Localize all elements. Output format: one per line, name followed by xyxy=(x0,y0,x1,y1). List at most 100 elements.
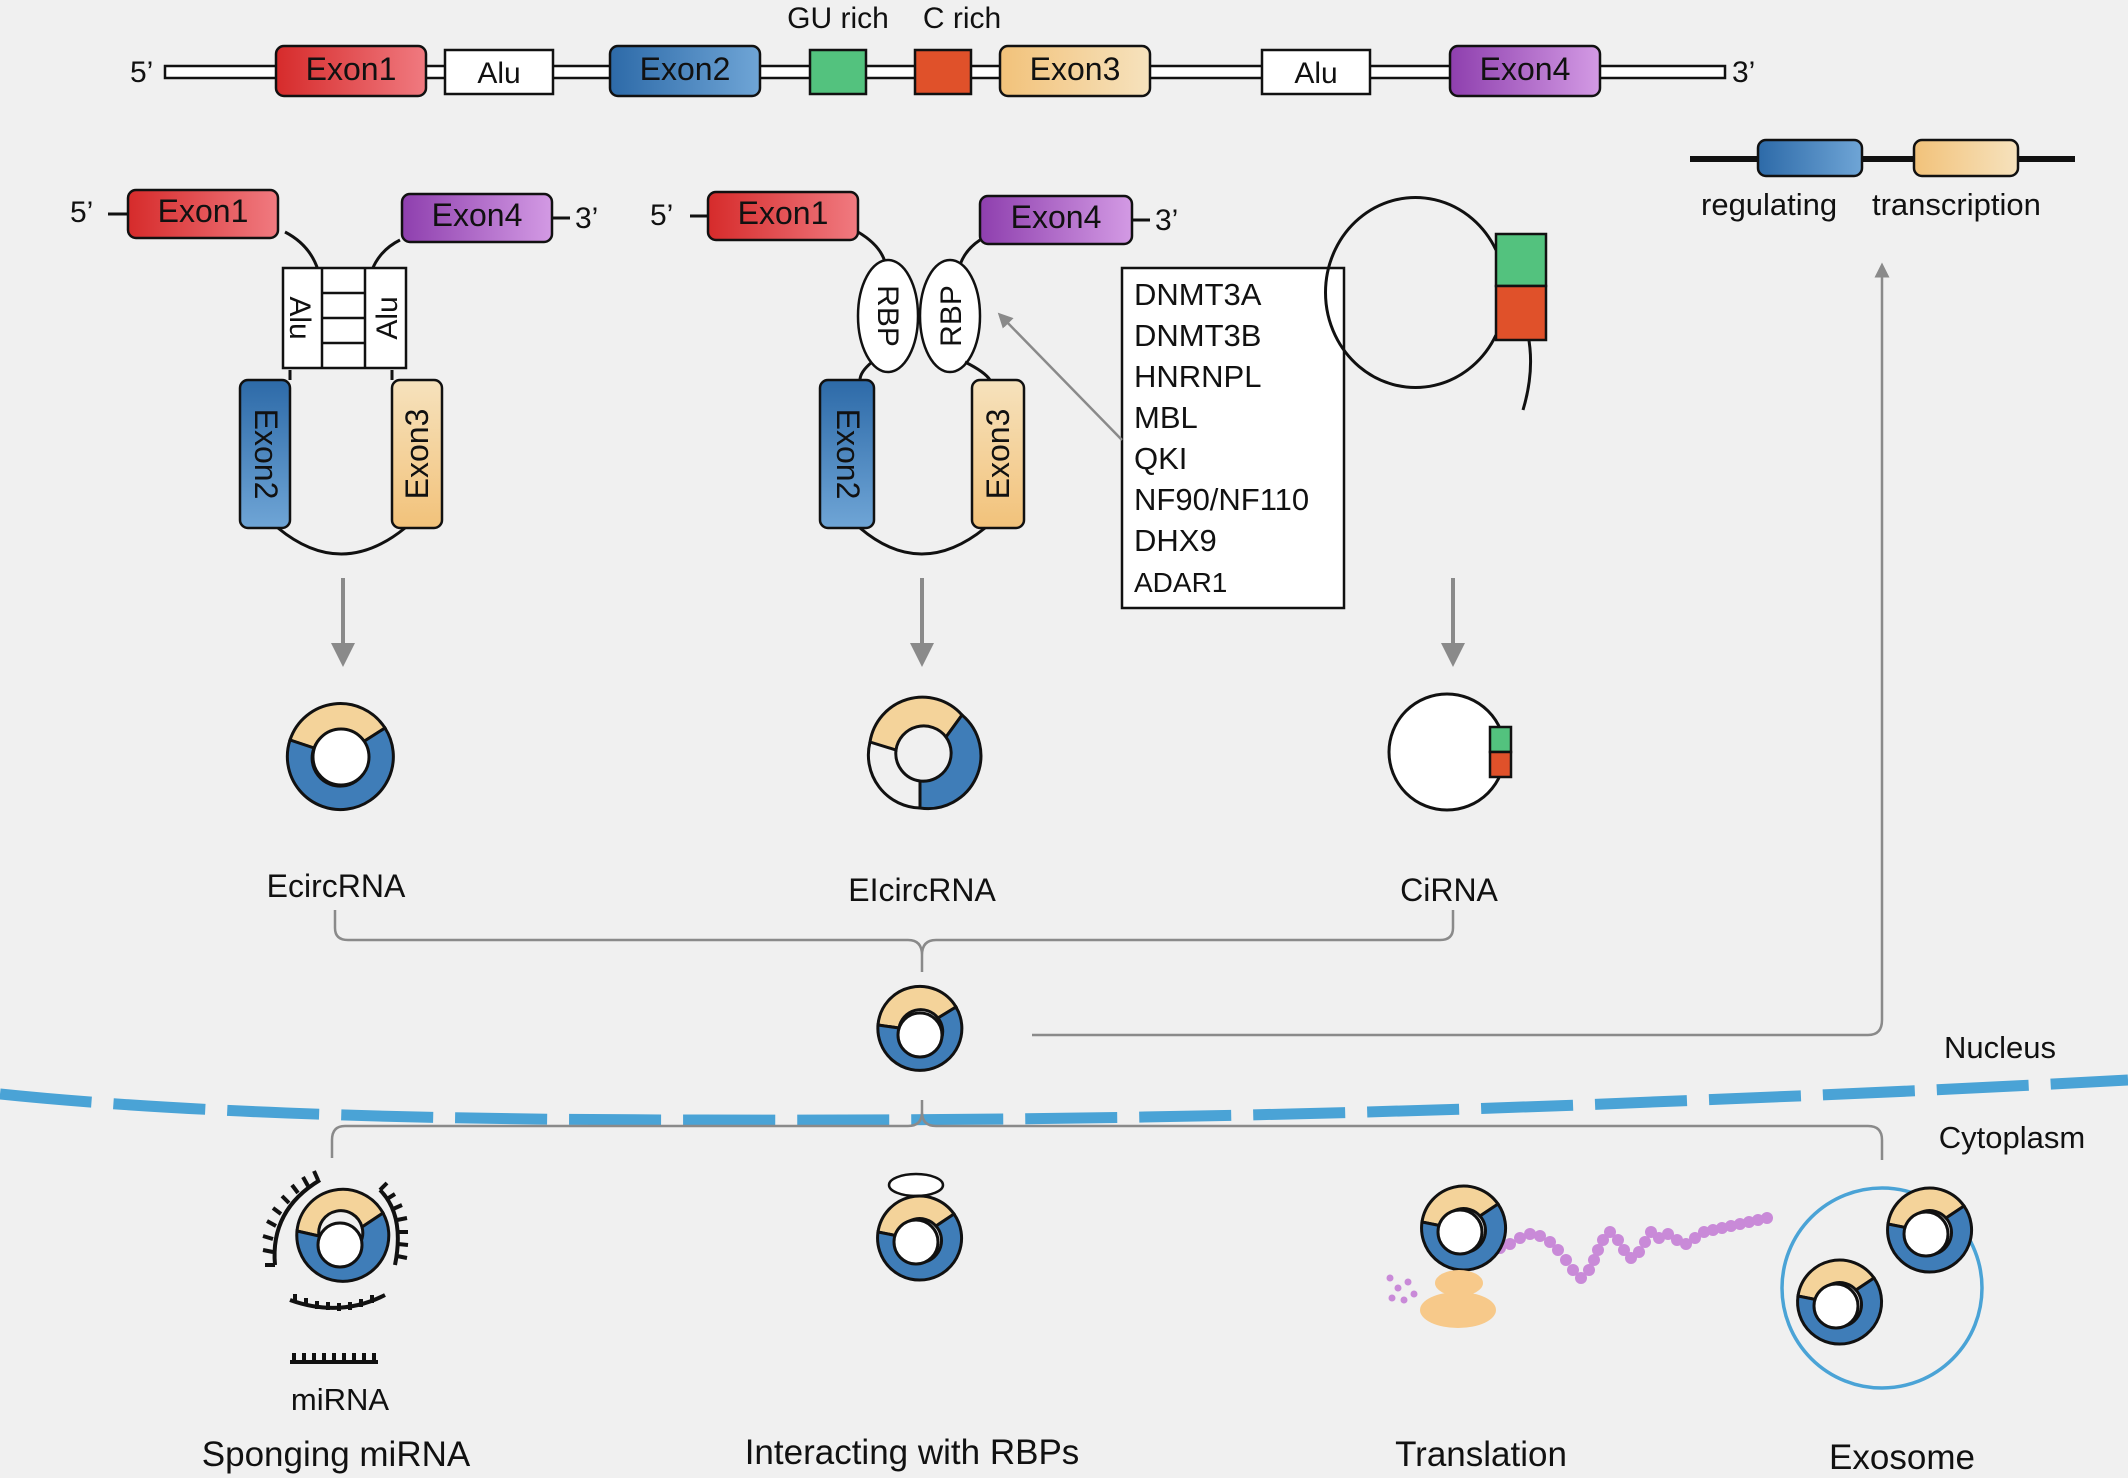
eicirc-exon3 xyxy=(970,378,1026,530)
rbp-circrna xyxy=(876,1194,964,1282)
rbp-pointer-arrow xyxy=(997,312,1123,441)
strand-c-rich-box xyxy=(913,48,973,96)
rbp-list-item: ADAR1 xyxy=(1134,567,1227,598)
ecirc-exon2 xyxy=(238,378,292,530)
eicirc-panel: 5’ Exon1 Exon4 3’ RBP RBP Exon2 Exon3 DN… xyxy=(650,190,1346,908)
eicirc-exon2 xyxy=(818,378,876,530)
eicirc-rbp-right xyxy=(918,258,982,374)
ci-product-gu-box xyxy=(1488,725,1513,754)
eicirc-exon4-label: Exon4 xyxy=(1011,199,1102,235)
ci-product-c-box xyxy=(1488,750,1513,779)
strand-exon3-label: Exon3 xyxy=(1030,51,1121,87)
regulation-exon2 xyxy=(1756,138,1864,178)
strand-exon3 xyxy=(998,44,1152,98)
strand-exon1 xyxy=(274,44,428,98)
ecirc-3prime-label: 3’ xyxy=(575,202,598,235)
ci-product-ring xyxy=(1387,692,1507,812)
strand-3prime-label: 3’ xyxy=(1732,56,1755,89)
eicirc-rbp-right-label: RBP xyxy=(935,285,968,347)
nuclear-membrane xyxy=(0,1074,2128,1126)
strand-alu-1 xyxy=(443,48,555,96)
top-strand: 5’ 3’ Exon1 Alu Exon2 GU rich C rich Exo… xyxy=(130,2,1755,98)
ecirc-exon2-label: Exon2 xyxy=(248,409,284,500)
eicirc-exon1-label: Exon1 xyxy=(738,195,829,231)
exosome-circrna-right xyxy=(1886,1186,1974,1274)
bound-mirna-left xyxy=(262,1170,322,1267)
strand-c-rich-label: C rich xyxy=(923,2,1001,35)
eicirc-5prime-label: 5’ xyxy=(650,199,673,232)
exosome-label: Exosome xyxy=(1829,1438,1975,1477)
ecirc-exon1 xyxy=(126,188,280,240)
ecirc-exon1-label: Exon1 xyxy=(158,193,249,229)
exosome-group: Exosome xyxy=(1780,1186,1984,1477)
rbp-interaction-label: Interacting with RBPs xyxy=(745,1433,1080,1472)
central-circrna xyxy=(876,984,964,1072)
regulation-arrow xyxy=(1032,262,1890,1037)
eicirc-product-ring xyxy=(866,695,983,811)
eicirc-rbp-left-label: RBP xyxy=(871,285,904,347)
ci-product-label: CiRNA xyxy=(1400,872,1498,908)
ecirc-5prime-label: 5’ xyxy=(70,196,93,229)
regulation-label-left: regulating xyxy=(1701,187,1837,222)
ecirc-exon3-label: Exon3 xyxy=(399,409,435,500)
regulation-label-right: transcription xyxy=(1872,187,2041,222)
translation-label: Translation xyxy=(1395,1435,1567,1474)
rbp-list-item: DNMT3A xyxy=(1134,277,1262,312)
ecirc-product-label: EcircRNA xyxy=(267,868,406,904)
strand-gu-rich-label: GU rich xyxy=(787,2,889,35)
eicirc-product-label: EIcircRNA xyxy=(848,872,996,908)
distribution-bracket xyxy=(330,1100,1884,1160)
rbp-list-item: QKI xyxy=(1134,441,1187,476)
strand-alu-2-label: Alu xyxy=(1294,57,1337,90)
rbp-interaction-group: Interacting with RBPs xyxy=(745,1172,1080,1472)
mirna-label: miRNA xyxy=(291,1382,389,1417)
rbp-list-item: DHX9 xyxy=(1134,523,1217,558)
ci-c-rich-box xyxy=(1494,284,1548,342)
eicirc-exon3-label: Exon3 xyxy=(980,409,1016,500)
bound-mirna-right xyxy=(378,1181,409,1266)
rbp-list-item: HNRNPL xyxy=(1134,359,1261,394)
exosome-circrna-left xyxy=(1796,1258,1884,1346)
strand-5prime-label: 5’ xyxy=(130,56,153,89)
ecirc-alu-right-label: Alu xyxy=(371,296,404,339)
strand-alu-2 xyxy=(1260,48,1372,96)
bound-rbp xyxy=(887,1172,945,1198)
ecirc-alu-left-label: Alu xyxy=(283,296,316,339)
ecirc-product-ring xyxy=(285,702,395,812)
ecirc-panel: 5’ Exon1 Exon4 3’ Alu Alu Exon2 Exon3 xyxy=(70,188,598,904)
exosome-vesicle xyxy=(1780,1186,1984,1390)
rbp-list-item: MBL xyxy=(1134,400,1198,435)
rbp-list-item: DNMT3B xyxy=(1134,318,1261,353)
rbp-list-box xyxy=(1120,266,1346,610)
sponging-label: Sponging miRNA xyxy=(202,1435,471,1474)
peptide-chain xyxy=(1386,1212,1773,1304)
ci-panel: CiRNA xyxy=(1324,196,1548,908)
translation-circrna xyxy=(1420,1184,1508,1272)
ci-gu-rich-box xyxy=(1494,232,1548,288)
eicirc-exon1 xyxy=(706,190,860,242)
rbp-list-item: NF90/NF110 xyxy=(1134,482,1309,517)
regulation-strand: regulating transcription xyxy=(1690,138,2075,222)
eicirc-exon2-label: Exon2 xyxy=(830,409,866,500)
strand-gu-rich-box xyxy=(808,48,868,96)
sponging-mirna-group: miRNA Sponging miRNA xyxy=(202,1170,471,1474)
strand-exon1-label: Exon1 xyxy=(306,51,397,87)
merge-bracket xyxy=(333,910,1455,972)
ribosome-large-subunit xyxy=(1420,1292,1496,1328)
ecirc-exon3 xyxy=(390,378,444,530)
strand-exon4-label: Exon4 xyxy=(1480,51,1571,87)
sponging-circrna xyxy=(295,1187,391,1283)
nucleus-label: Nucleus xyxy=(1944,1030,2056,1065)
regulation-exon3 xyxy=(1912,138,2020,178)
eicirc-3prime-label: 3’ xyxy=(1155,204,1178,237)
strand-alu-1-label: Alu xyxy=(477,57,520,90)
bound-mirna-bottom xyxy=(289,1293,386,1311)
strand-exon2-label: Exon2 xyxy=(640,51,731,87)
strand-exon4 xyxy=(1448,44,1602,98)
translation-group: Translation xyxy=(1386,1184,1773,1474)
cytoplasm-label: Cytoplasm xyxy=(1939,1120,2085,1155)
free-mirna xyxy=(290,1353,378,1364)
strand-exon2 xyxy=(608,44,762,98)
ribosome-small-subunit xyxy=(1435,1270,1483,1296)
